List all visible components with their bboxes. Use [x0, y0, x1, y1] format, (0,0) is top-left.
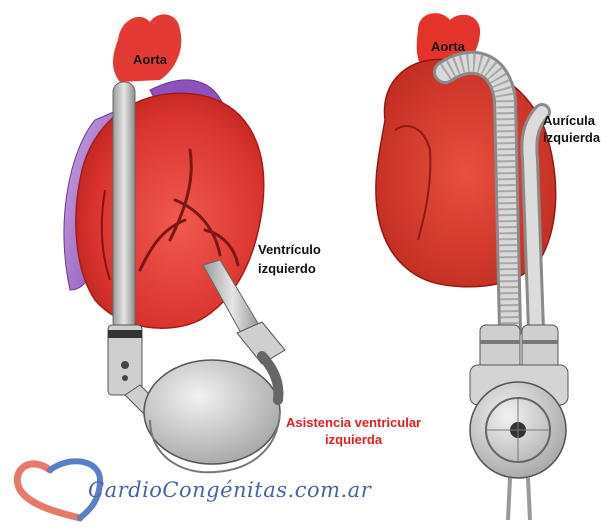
watermark-text: CardioCongénitas.com.ar: [88, 478, 371, 502]
left-atrium-label-line1: Aurícula: [543, 112, 600, 129]
assist-device-label: Asistencia ventricular izquierda: [286, 414, 421, 448]
aorta-label-left: Aorta: [133, 52, 167, 67]
assist-device-label-line2: izquierda: [286, 431, 421, 448]
left-ventricle-label-line1: Ventrículo: [258, 240, 321, 259]
aorta-label-right: Aorta: [431, 39, 465, 54]
assist-device-label-line1: Asistencia ventricular: [286, 414, 421, 431]
left-ventricle-label-line2: izquierdo: [258, 259, 321, 278]
left-heart-illustration: [64, 14, 285, 472]
left-atrium-label: Aurícula izquierda: [543, 112, 600, 146]
left-ventricle-label: Ventrículo izquierdo: [258, 240, 321, 278]
left-atrium-label-line2: izquierda: [543, 129, 600, 146]
